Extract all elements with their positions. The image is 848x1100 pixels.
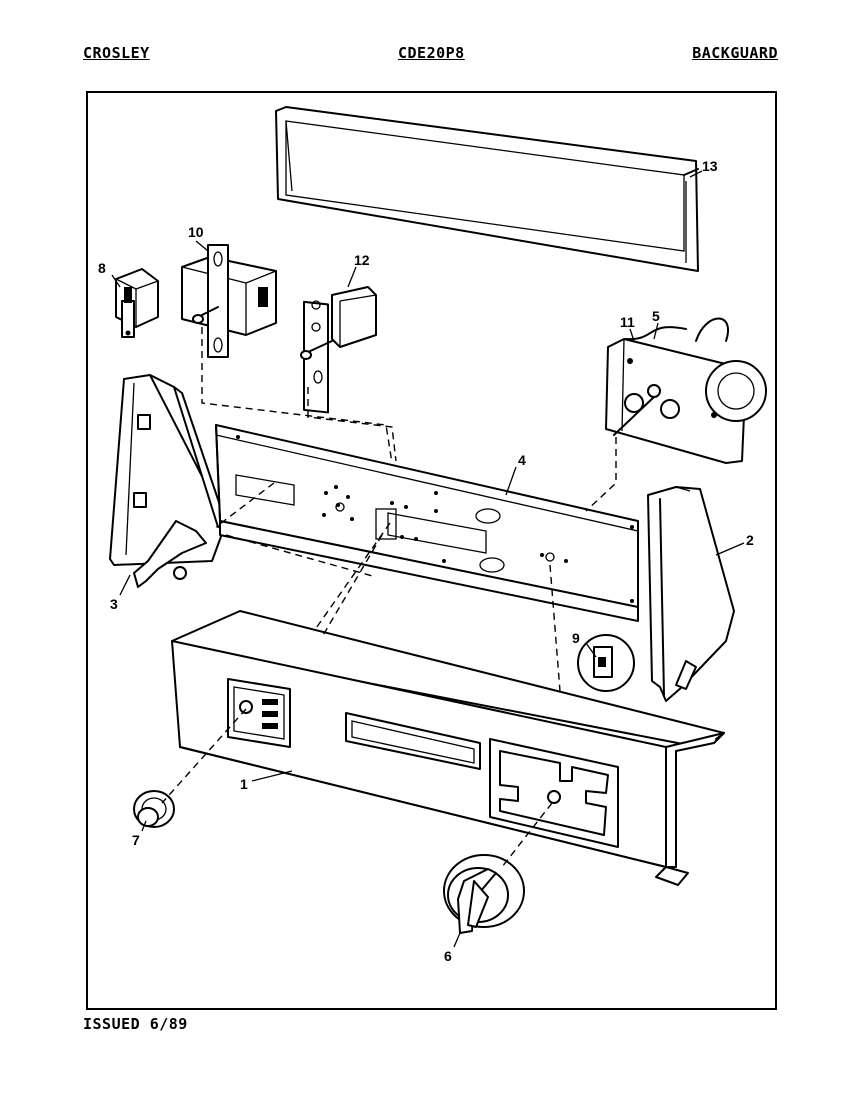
callout-1: 1 bbox=[240, 776, 248, 792]
part-8-switch bbox=[115, 268, 159, 338]
callout-5: 5 bbox=[652, 308, 660, 324]
callout-2: 2 bbox=[746, 532, 754, 548]
part-1-front-panel bbox=[171, 610, 725, 886]
callout-12: 12 bbox=[354, 252, 370, 268]
part-10-switch bbox=[181, 244, 277, 358]
issued-date: ISSUED 6/89 bbox=[83, 1015, 188, 1033]
part-4-console bbox=[215, 424, 639, 622]
callout-9: 9 bbox=[572, 630, 580, 646]
callout-8: 8 bbox=[98, 260, 106, 276]
part-11-5-timer bbox=[605, 317, 767, 464]
header-brand: CROSLEY bbox=[83, 44, 150, 62]
part-12-switch bbox=[300, 286, 377, 414]
part-3-left-end bbox=[109, 374, 227, 588]
callout-7: 7 bbox=[132, 832, 140, 848]
part-6-knob bbox=[443, 854, 525, 934]
exploded-parts-diagram: 13 8 10 12 11 5 4 2 3 9 1 7 6 bbox=[98, 106, 767, 964]
diagram-frame bbox=[86, 91, 777, 1010]
callout-4: 4 bbox=[518, 452, 526, 468]
part-9-clip bbox=[577, 634, 635, 692]
callout-11: 11 bbox=[620, 314, 635, 330]
part-13-trim bbox=[275, 106, 699, 272]
part-2-right-end bbox=[647, 486, 735, 702]
part-7-knob bbox=[133, 790, 175, 828]
header-model: CDE20P8 bbox=[398, 44, 465, 62]
header-section: BACKGUARD bbox=[692, 44, 778, 62]
callout-13: 13 bbox=[702, 158, 718, 174]
leader-lines bbox=[111, 170, 745, 948]
callout-6: 6 bbox=[444, 948, 452, 964]
callouts: 13 8 10 12 11 5 4 2 3 9 1 7 6 bbox=[98, 158, 754, 964]
callout-10: 10 bbox=[188, 224, 204, 240]
callout-3: 3 bbox=[110, 596, 118, 612]
assembly-lines bbox=[161, 327, 617, 868]
